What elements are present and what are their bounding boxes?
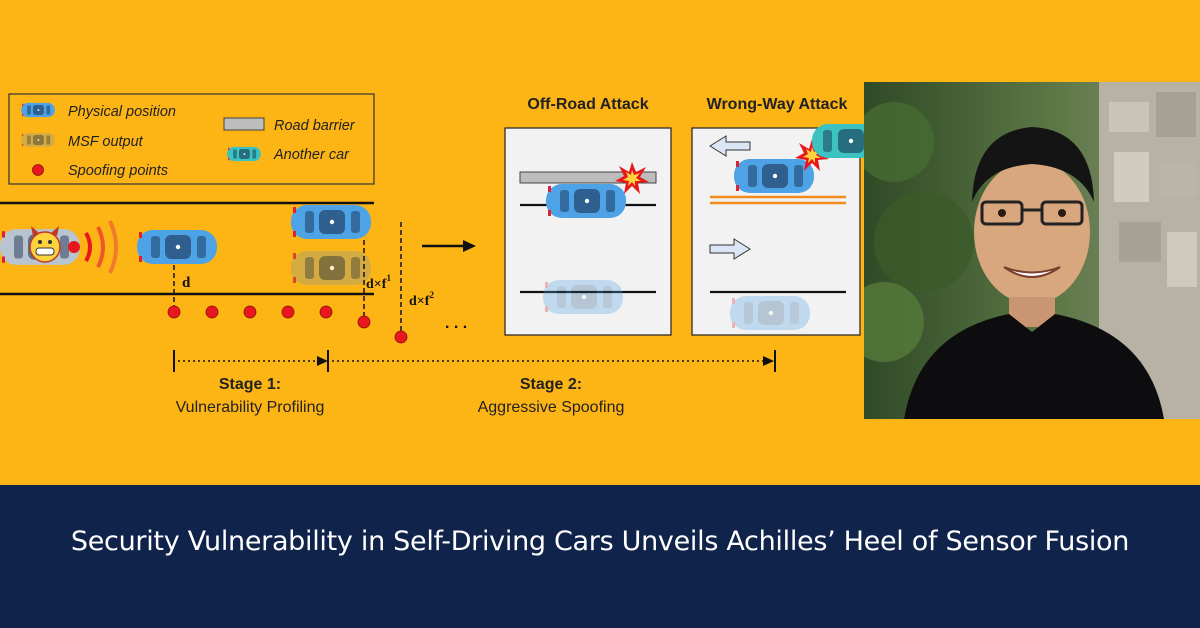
spoofer-emitter-icon <box>68 241 80 253</box>
legend-physical-position-label: Physical position <box>68 104 176 120</box>
legend-road-barrier-label: Road barrier <box>274 118 356 134</box>
stage1-subtitle: Vulnerability Profiling <box>176 399 325 416</box>
legend-msf-output-label: MSF output <box>68 134 144 150</box>
spoofing-points <box>167 305 408 344</box>
road-barrier <box>519 171 657 184</box>
devil-face-icon <box>29 231 61 263</box>
stage1-arrow-icon <box>317 356 328 366</box>
headline-caption: Security Vulnerability in Self-Driving C… <box>70 526 1130 557</box>
distance-df1-label: d×f1 <box>366 273 391 292</box>
right-arrow-icon <box>709 238 751 260</box>
spoofing-point <box>394 330 408 344</box>
attacker-car <box>0 220 118 274</box>
distance-df2-label: d×f2 <box>409 290 434 309</box>
legend-frame <box>8 93 375 185</box>
offroad-physical-car <box>546 184 626 218</box>
offroad-attack-title: Off-Road Attack <box>527 96 648 113</box>
stage2-subtitle: Aggressive Spoofing <box>478 399 625 416</box>
spoofing-point <box>167 305 181 319</box>
victim-car-msf-output <box>291 251 371 285</box>
left-arrow-icon <box>709 135 751 157</box>
legend-road-barrier-icon <box>223 117 265 131</box>
legend-physical-car-icon <box>21 102 55 118</box>
oncoming-car <box>812 124 864 158</box>
spoofing-point <box>357 315 371 329</box>
offroad-attack-panel <box>504 127 672 336</box>
spoofing-point <box>205 305 219 319</box>
victim-car-start <box>137 230 217 264</box>
legend-spoofing-points-label: Spoofing points <box>68 163 168 179</box>
wrongway-attack-title: Wrong-Way Attack <box>707 96 848 113</box>
wrongway-msf-car <box>730 296 810 330</box>
stage1-title: Stage 1: <box>219 376 281 393</box>
face <box>974 160 1090 304</box>
signal-wave-icon <box>84 232 92 262</box>
legend: Physical position MSF output Spoofing po… <box>8 93 375 185</box>
stage2-arrow-icon <box>763 356 774 366</box>
legend-another-car-icon <box>227 146 261 162</box>
flow-arrow-head-icon <box>463 240 476 252</box>
victim-car-physical <box>291 205 371 239</box>
shirt <box>904 314 1164 419</box>
spoofing-point <box>319 305 333 319</box>
legend-spoofing-point-icon <box>32 164 44 176</box>
offroad-msf-car <box>543 280 623 314</box>
spoofing-point <box>281 305 295 319</box>
spoofing-point <box>243 305 257 319</box>
wrongway-physical-car <box>734 159 814 193</box>
wrongway-attack-panel <box>691 124 864 336</box>
caption-banner <box>0 485 1200 628</box>
legend-another-car-label: Another car <box>273 147 350 163</box>
sensor-fusion-attack-diagram: Physical position MSF output Spoofing po… <box>0 93 864 416</box>
distance-d-label: d <box>182 275 191 291</box>
hair <box>972 127 1094 202</box>
ellipsis: . . . <box>445 315 467 332</box>
legend-msf-car-icon <box>21 132 55 148</box>
glasses-icon <box>980 200 1024 226</box>
stage2-title: Stage 2: <box>520 376 582 393</box>
researcher-photo <box>864 82 1200 419</box>
